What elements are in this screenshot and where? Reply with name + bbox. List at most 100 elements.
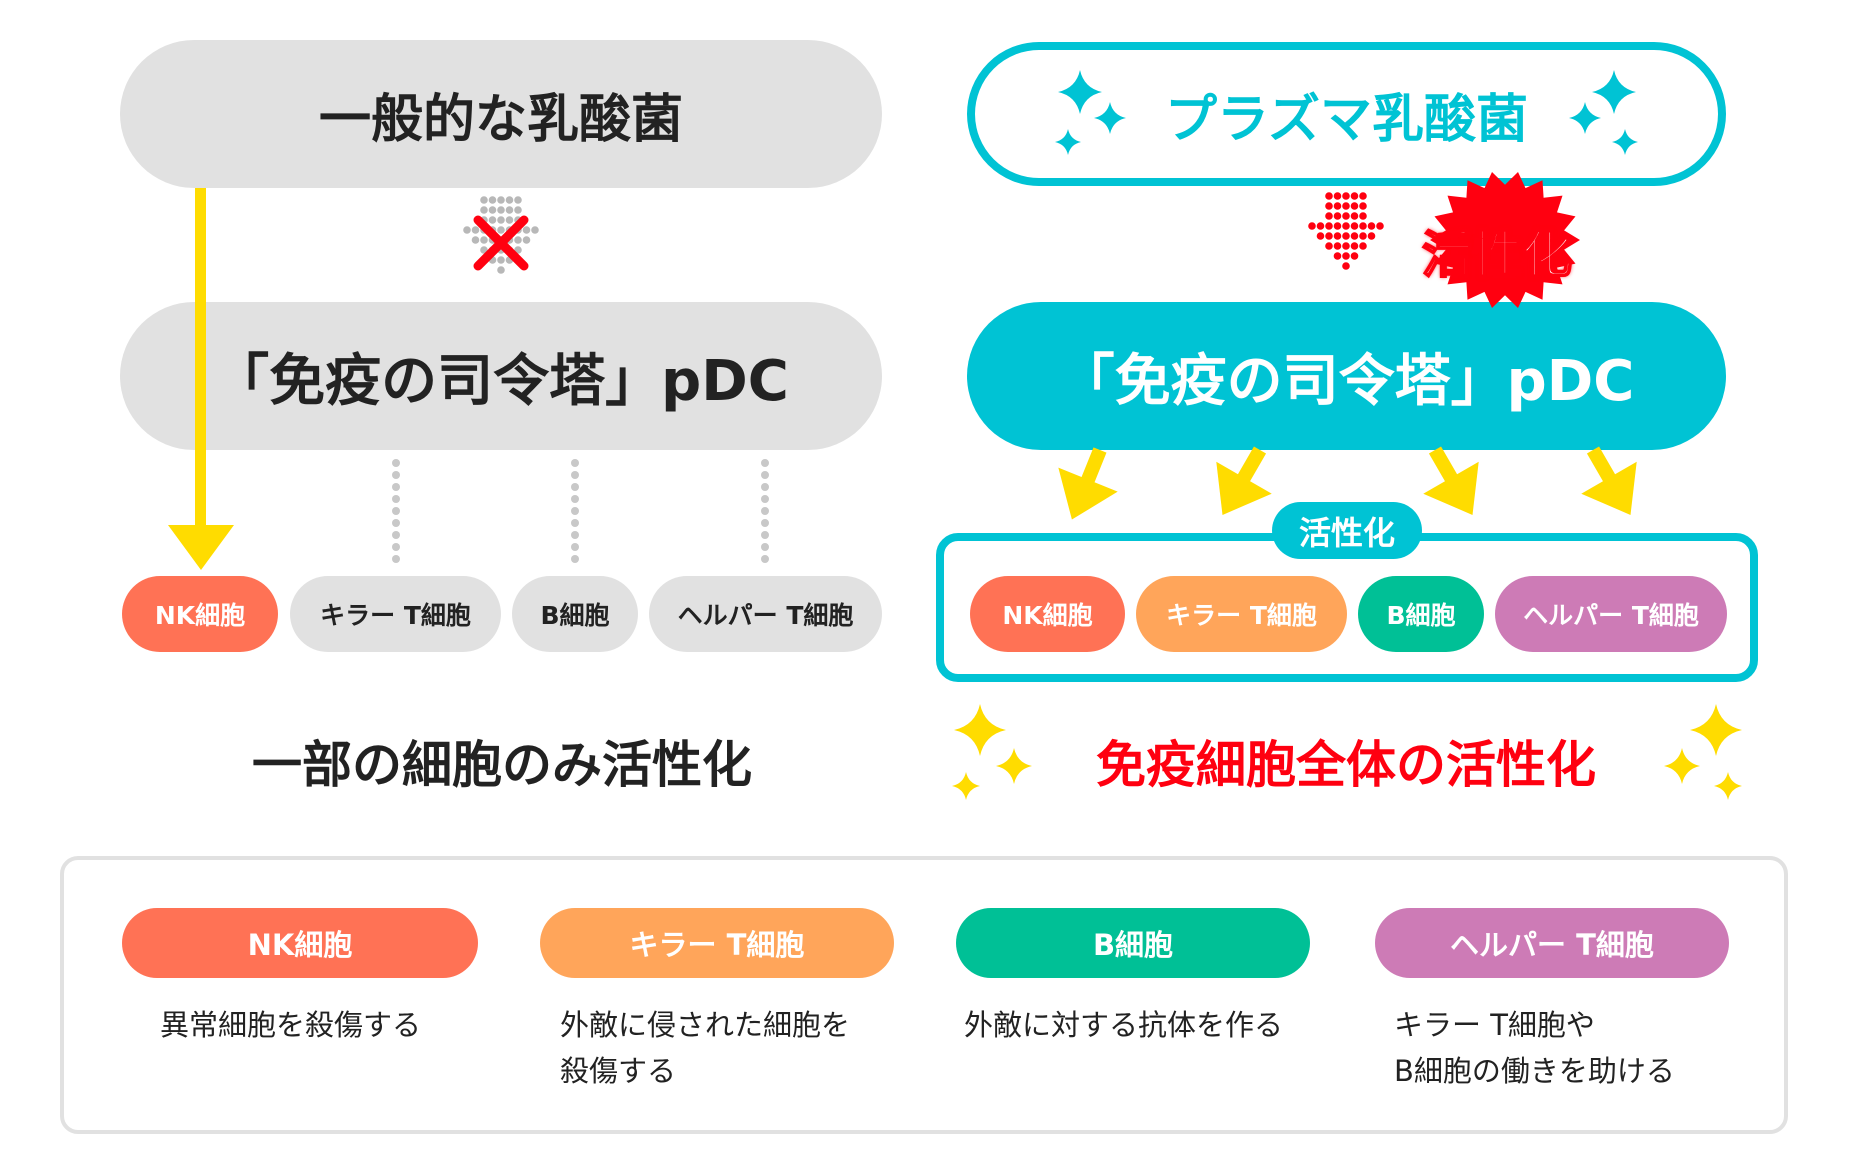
dotted-line-dot: [761, 507, 769, 515]
dotted-line-dot: [571, 483, 579, 491]
gray-dotted-arrow-icon: [505, 216, 514, 224]
red-dotted-arrow-icon: [1333, 212, 1342, 220]
red-dotted-arrow-icon: [1350, 202, 1359, 210]
cell-label: ヘルパー T細胞: [677, 601, 854, 630]
sparkle-icon: [996, 748, 1032, 784]
activation-badge: 活性化: [1272, 502, 1422, 559]
dotted-line-dot: [571, 543, 579, 551]
red-dotted-arrow-icon: [1325, 202, 1333, 210]
blocked-x-icon: [473, 215, 529, 271]
red-dotted-arrow-icon: [1367, 232, 1376, 240]
red-dotted-arrow-icon: [1333, 252, 1342, 260]
dotted-line-dot: [571, 459, 579, 467]
dotted-line-dot: [761, 471, 769, 479]
gray-dotted-arrow-icon: [480, 236, 488, 244]
sparkle-icon: [1094, 102, 1126, 134]
legend-nk: NK細胞: [122, 908, 478, 978]
gray-dotted-arrow-icon: [488, 216, 497, 224]
right-caption: 免疫細胞全体の活性化: [1096, 736, 1596, 794]
red-dotted-arrow-icon: [1359, 192, 1367, 200]
gray-dotted-arrow-icon: [497, 266, 505, 274]
sparkle-icon: [1058, 70, 1102, 114]
legend-desc-nk: 異常細胞を殺傷する: [160, 1002, 421, 1048]
right-helper-t-cell: ヘルパー T細胞: [1495, 576, 1727, 652]
right-nk-cell: NK細胞: [970, 576, 1125, 652]
red-dotted-arrow-icon: [1350, 212, 1359, 220]
dotted-line-dot: [571, 531, 579, 539]
dotted-line-dot: [392, 543, 400, 551]
red-dotted-arrow-icon: [1333, 232, 1342, 240]
dotted-line-dot: [761, 519, 769, 527]
left-helper-t-cell: ヘルパー T細胞: [649, 576, 882, 652]
sparkle-icons: [952, 70, 1742, 800]
red-dotted-arrow-icon: [1316, 222, 1325, 230]
red-dotted-arrow-icon: [1325, 192, 1333, 200]
cell-label: ヘルパー T細胞: [1523, 601, 1699, 630]
red-dotted-arrow-icon: [1342, 202, 1350, 210]
desc-line: 外敵に対する抗体を作る: [964, 1008, 1284, 1042]
dotted-line-dot: [571, 555, 579, 563]
sparkle-icon: [1714, 772, 1742, 800]
dotted-line-dot: [392, 519, 400, 527]
red-dotted-arrow-icon: [1333, 192, 1342, 200]
gray-dotted-arrow-icon: [497, 206, 505, 214]
dotted-line-dot: [761, 495, 769, 503]
red-dotted-arrow-icon: [1316, 232, 1325, 240]
left-caption: 一部の細胞のみ活性化: [252, 736, 752, 794]
gray-dotted-arrow-icon: [480, 196, 488, 204]
gray-dotted-arrow-icon: [531, 226, 539, 234]
gray-dotted-arrow-icon: [514, 206, 522, 214]
plasma-lactobacillus-label: プラズマ乳酸菌: [1165, 89, 1528, 150]
red-dotted-arrow-icon: [1333, 242, 1342, 250]
sparkle-icon: [1569, 102, 1601, 134]
legend-helper-t: ヘルパー T細胞: [1375, 908, 1729, 978]
dotted-line-dot: [392, 483, 400, 491]
red-dotted-arrow-icon: [1350, 242, 1359, 250]
red-dotted-arrow-icon: [1359, 242, 1367, 250]
gray-dotted-arrow-icon: [488, 206, 497, 214]
yellow-diagonal-arrows: [1058, 446, 1637, 520]
red-dotted-arrow-icon: [1325, 232, 1333, 240]
red-dotted-arrow-icon: [1350, 192, 1359, 200]
dotted-line-dot: [571, 471, 579, 479]
sparkle-icon: [952, 772, 980, 800]
red-dotted-arrow-icon: [1308, 222, 1316, 230]
legend-desc-killer-t: 外敵に侵された細胞を殺傷する: [560, 1002, 850, 1094]
gray-dotted-arrow-icon: [505, 206, 514, 214]
gray-dotted-arrow-icon: [471, 236, 480, 244]
dotted-line-dot: [392, 507, 400, 515]
gray-dotted-arrow-icon: [514, 196, 522, 204]
dotted-line-dot: [392, 495, 400, 503]
legend-label: キラー T細胞: [629, 928, 805, 962]
gray-dotted-arrow-icon: [505, 196, 514, 204]
gray-dotted-arrow-icon: [497, 196, 505, 204]
red-dotted-arrow-icon: [1350, 222, 1359, 230]
gray-dotted-arrow-icon: [497, 256, 505, 264]
dotted-line-dot: [392, 555, 400, 563]
dotted-line-dot: [761, 531, 769, 539]
red-dotted-arrow-icon: [1342, 242, 1350, 250]
red-dotted-arrow-icon: [1342, 222, 1350, 230]
red-dotted-arrow-icon: [1359, 222, 1367, 230]
legend-label: NK細胞: [247, 928, 353, 962]
left-pdc-label: 「免疫の司令塔」pDC: [213, 348, 789, 414]
dotted-line-dot: [392, 459, 400, 467]
gray-dotted-arrow-icon: [497, 226, 505, 234]
legend-b: B細胞: [956, 908, 1310, 978]
left-nk-cell: NK細胞: [122, 576, 278, 652]
dotted-line-dot: [392, 531, 400, 539]
red-dotted-arrow-icon: [1333, 202, 1342, 210]
red-dotted-arrow-icon: [1333, 222, 1342, 230]
sparkle-icon: [1612, 129, 1638, 155]
yellow-arrow-head: [168, 525, 234, 570]
desc-line: 殺傷する: [560, 1054, 677, 1088]
red-dotted-arrow-icon: [1359, 212, 1367, 220]
cell-label: キラー T細胞: [1166, 601, 1317, 630]
cell-label: NK細胞: [1002, 601, 1093, 630]
general-lactobacillus-pill: 一般的な乳酸菌: [120, 40, 882, 188]
dotted-line-dot: [761, 459, 769, 467]
dotted-line-dot: [761, 543, 769, 551]
dotted-line-dot: [571, 507, 579, 515]
dotted-line-dot: [571, 495, 579, 503]
